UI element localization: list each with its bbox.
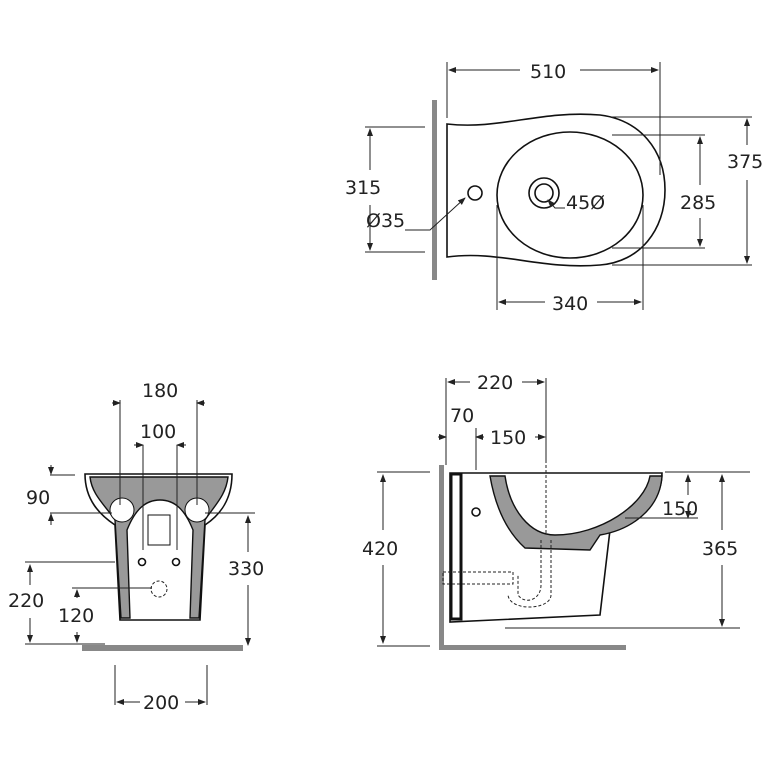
drain-inner [534,183,554,203]
drain-outer [528,177,560,209]
label-drain: 45Ø [566,192,605,214]
dim-340: 340 [552,293,588,315]
dim-330: 330 [228,558,264,580]
dim-90: 90 [26,487,50,509]
floor-section [82,645,243,651]
dim-180: 180 [142,380,178,402]
bowl-outline [496,131,644,259]
side-view: 220 70 150 420 150 365 [362,372,750,650]
dim-bowl-150: 150 [662,498,698,520]
dim-510: 510 [530,61,566,83]
top-view: 510 375 285 315 340 Ø35 45Ø [345,61,763,315]
floor-section-side [439,645,626,650]
dim-side-220: 220 [477,372,513,394]
supply-pipe [442,571,514,585]
dim-side-150: 150 [490,427,526,449]
dim-100: 100 [140,421,176,443]
tap-hole [467,185,483,201]
waste-outlet [150,580,168,598]
dim-200: 200 [143,692,179,714]
dim-220: 220 [8,590,44,612]
front-view: 180 100 90 330 220 120 200 [8,380,264,714]
bowl-section [489,475,663,551]
bidet-outline-top [446,113,666,267]
dim-70: 70 [450,405,474,427]
label-tap-hole: Ø35 [366,210,405,232]
bidet-outline-front [84,473,233,621]
dim-375: 375 [727,151,763,173]
dim-285: 285 [680,192,716,214]
dim-120: 120 [58,605,94,627]
wall-section [432,100,437,280]
dim-420: 420 [362,538,398,560]
wall-section-side [439,465,444,650]
dim-315: 315 [345,177,381,199]
dim-365: 365 [702,538,738,560]
